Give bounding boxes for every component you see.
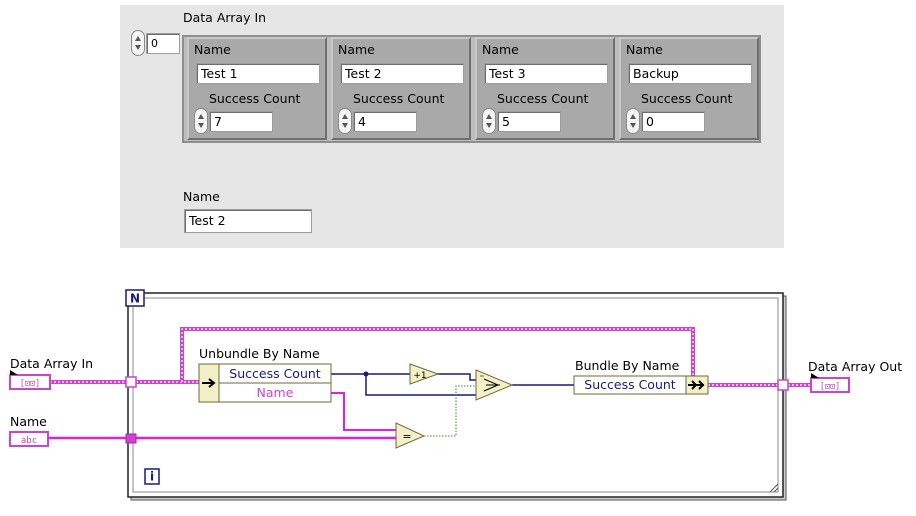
- success-count-input[interactable]: 7: [209, 111, 273, 132]
- decrement-arrow-icon[interactable]: [135, 45, 141, 50]
- data-array-out-terminal[interactable]: [⊡⊡]: [810, 373, 850, 393]
- loop-count-terminal[interactable]: [125, 289, 145, 307]
- success-count-spinner[interactable]: [626, 108, 640, 134]
- success-count-spinner[interactable]: [194, 108, 208, 134]
- array-index-spinner[interactable]: [131, 30, 145, 56]
- bundle-by-name-label: Bundle By Name: [575, 358, 680, 373]
- array-label: Data Array In: [183, 10, 267, 25]
- success-count-label: Success Count: [209, 91, 301, 106]
- unbundle-by-name-node[interactable]: [198, 363, 332, 403]
- data-array-in-label: Data Array In: [10, 356, 93, 371]
- increment-node[interactable]: +1: [409, 363, 440, 385]
- bundle-by-name-node[interactable]: [573, 375, 709, 395]
- name-terminal[interactable]: abc: [9, 431, 49, 447]
- output-tunnel[interactable]: [777, 379, 789, 391]
- name-field-label: Name: [626, 42, 663, 57]
- equal-label: =: [402, 430, 411, 443]
- svg-text:[⊡⊡]: [⊡⊡]: [20, 379, 40, 389]
- loop-iteration-terminal: [144, 468, 160, 485]
- increment-arrow-icon[interactable]: [342, 114, 348, 119]
- unbundle-field-success-count: Success Count: [229, 366, 321, 381]
- success-count-spinner[interactable]: [482, 108, 496, 134]
- array-element-cluster: Name Backup Success Count 0: [619, 37, 759, 140]
- decrement-arrow-icon[interactable]: [198, 123, 204, 128]
- array-element-cluster: Name Test 2 Success Count 4: [331, 37, 471, 140]
- loop-iteration-text: i: [150, 470, 154, 484]
- bundle-field-success-count: Success Count: [584, 377, 676, 392]
- array-element-cluster: Name Test 1 Success Count 7: [187, 37, 327, 140]
- decrement-arrow-icon[interactable]: [630, 123, 636, 128]
- increment-label: +1: [413, 371, 426, 381]
- array-index-input[interactable]: 0: [146, 33, 180, 54]
- select-node[interactable]: [475, 369, 514, 401]
- success-count-input[interactable]: 0: [641, 111, 705, 132]
- boolean-wire[interactable]: [424, 385, 476, 437]
- svg-text:abc: abc: [21, 436, 37, 446]
- name-field[interactable]: Test 1: [196, 63, 320, 84]
- success-count-label: Success Count: [497, 91, 589, 106]
- equal-node[interactable]: =: [395, 422, 426, 449]
- name-field-label: Name: [194, 42, 231, 57]
- svg-text:[⊡⊡]: [⊡⊡]: [820, 382, 840, 392]
- string-field-wire[interactable]: [331, 392, 398, 431]
- loop-count-text: N: [130, 292, 140, 306]
- name-field[interactable]: Test 3: [484, 63, 608, 84]
- name-field[interactable]: Backup: [628, 63, 752, 84]
- unbundle-by-name-label: Unbundle By Name: [199, 346, 320, 361]
- unbundle-field-name: Name: [257, 385, 294, 400]
- name-terminal-label: Name: [10, 414, 47, 429]
- data-array-in-terminal[interactable]: [⊡⊡]: [9, 370, 51, 390]
- decrement-arrow-icon[interactable]: [342, 123, 348, 128]
- name-field[interactable]: Test 2: [340, 63, 464, 84]
- name-control-label: Name: [183, 189, 220, 204]
- name-field-label: Name: [482, 42, 519, 57]
- increment-arrow-icon[interactable]: [486, 114, 492, 119]
- success-count-input[interactable]: 4: [353, 111, 417, 132]
- name-control-input[interactable]: Test 2: [184, 209, 312, 233]
- name-tunnel[interactable]: [125, 433, 137, 444]
- data-array-out-label: Data Array Out: [808, 359, 902, 374]
- name-field-label: Name: [338, 42, 375, 57]
- array-element-cluster: Name Test 3 Success Count 5: [475, 37, 615, 140]
- success-count-input[interactable]: 5: [497, 111, 561, 132]
- increment-arrow-icon[interactable]: [135, 36, 141, 41]
- increment-arrow-icon[interactable]: [198, 114, 204, 119]
- success-count-label: Success Count: [641, 91, 733, 106]
- block-diagram: N i Data Array In: [9, 289, 902, 501]
- input-tunnel[interactable]: [125, 376, 137, 388]
- decrement-arrow-icon[interactable]: [486, 123, 492, 128]
- increment-arrow-icon[interactable]: [630, 114, 636, 119]
- success-count-spinner[interactable]: [338, 108, 352, 134]
- success-count-label: Success Count: [353, 91, 445, 106]
